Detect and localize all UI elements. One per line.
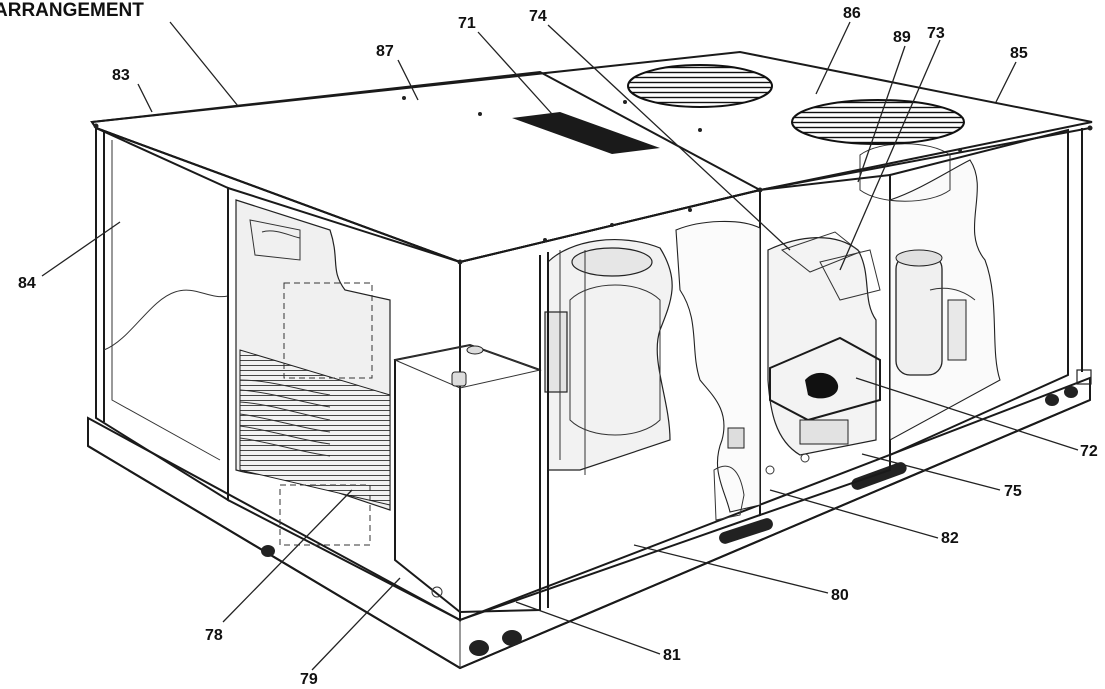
callout-75: 75 [1004, 483, 1022, 500]
flue-box [819, 249, 881, 301]
callout-89: 89 [893, 29, 911, 46]
diagram-title: ARRANGEMENT [0, 0, 144, 21]
callout-82: 82 [941, 530, 959, 547]
callout-71: 71 [458, 15, 476, 32]
dashed-hidden-outline [283, 282, 373, 379]
callout-73: 73 [927, 25, 945, 42]
evaporator-coil [239, 349, 391, 506]
heat-section [394, 343, 541, 614]
distributor-tubes [239, 379, 331, 457]
fork-slot-2 [851, 462, 907, 490]
rail-hole-4 [1064, 386, 1078, 398]
panel-screws [93, 96, 1093, 265]
callout-78: 78 [205, 627, 223, 644]
callout-85: 85 [1010, 45, 1028, 62]
blower-pulley [544, 311, 568, 393]
callout-84: 84 [18, 275, 36, 292]
fork-slot-1 [719, 518, 773, 544]
blower-compartment-cutaway [547, 239, 673, 471]
callout-80: 80 [831, 587, 849, 604]
filter-access-opening [95, 126, 229, 502]
leader-lines [41, 21, 1079, 671]
callout-83: 83 [112, 67, 130, 84]
unit-illustration [87, 50, 1093, 670]
condenser-fan-guard-rear [627, 64, 773, 108]
callout-labels: 83 87 71 74 86 89 73 85 84 72 75 82 80 8… [18, 5, 1098, 688]
rail-hole-left [261, 545, 275, 557]
control-box-fastener [727, 427, 745, 449]
callout-86: 86 [843, 5, 861, 22]
condenser-fan-guard-front [791, 99, 965, 145]
callout-79: 79 [300, 671, 318, 688]
rail-hole-3 [1045, 394, 1059, 406]
blower-motor [571, 247, 653, 277]
rail-hole-1 [469, 640, 489, 656]
blower-wheel-housing [569, 284, 661, 436]
callout-72: 72 [1080, 443, 1098, 460]
callout-74: 74 [529, 8, 547, 25]
gas-valve [799, 419, 849, 445]
top-return-opening [512, 112, 660, 154]
callout-81: 81 [663, 647, 681, 664]
heat-exchanger-inlet [769, 336, 881, 422]
rail-hole-2 [502, 630, 522, 646]
callout-87: 87 [376, 43, 394, 60]
compressor [895, 254, 943, 376]
